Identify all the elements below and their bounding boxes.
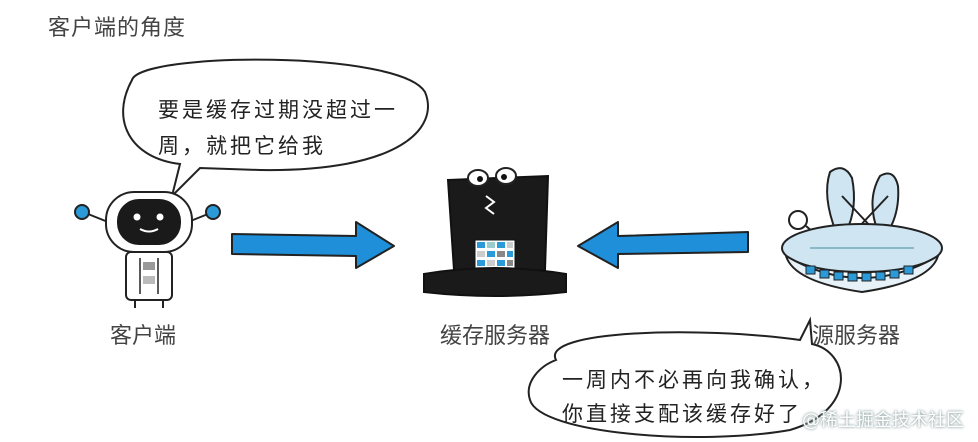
client-label: 客户端 xyxy=(110,324,177,349)
diagram-title: 客户端的角度 xyxy=(48,16,187,41)
origin-speech-bubble xyxy=(527,316,842,439)
origin-server-icon xyxy=(781,167,943,294)
watermark: @稀土掘金技术社区 xyxy=(802,410,964,431)
cache-server-label: 缓存服务器 xyxy=(440,324,551,349)
origin-speech-line-1: 一周内不必再向我确认， xyxy=(562,368,826,392)
robot-client-icon xyxy=(74,191,221,308)
response-arrow xyxy=(577,221,749,269)
origin-speech-line-2: 你直接支配该缓存好了 xyxy=(562,402,802,426)
origin-server-label: 源服务器 xyxy=(812,324,901,349)
client-speech-line-2: 周，就把它给我 xyxy=(158,134,326,158)
client-speech-bubble xyxy=(122,58,429,200)
client-speech-line-1: 要是缓存过期没超过一 xyxy=(158,98,398,122)
cache-server-icon xyxy=(423,167,567,297)
request-arrow xyxy=(231,221,395,269)
